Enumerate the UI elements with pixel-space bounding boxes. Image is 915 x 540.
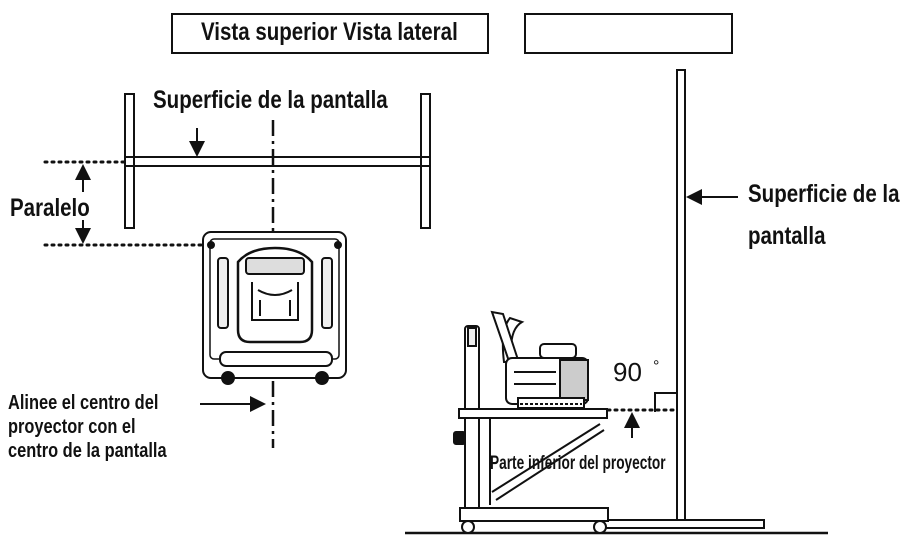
align-note-line-3: centro de la pantalla — [8, 440, 167, 462]
title-box-left — [171, 13, 489, 54]
align-note-line-2: proyector con el — [8, 416, 136, 438]
top-view-screen — [124, 93, 431, 229]
side-screen-surface-label-2: pantalla — [748, 222, 826, 250]
angle-unit: ° — [653, 358, 660, 375]
side-view-screen — [599, 69, 765, 529]
view-titles: Vista superior Vista lateral — [201, 18, 458, 46]
top-screen-surface-label: Superficie de la pantalla — [153, 86, 388, 114]
align-note-line-1: Alinee el centro del — [8, 392, 159, 414]
parallel-label: Paralelo — [10, 194, 90, 222]
projector-cart — [453, 325, 609, 534]
projector-top-view — [202, 231, 347, 385]
right-angle-mark — [654, 392, 677, 412]
angle-value: 90 — [613, 357, 642, 387]
title-box-right — [524, 13, 733, 54]
side-screen-surface-label-1: Superficie de la — [748, 180, 900, 208]
projector-bottom-label: Parte inferior del proyector — [490, 453, 666, 474]
projector-side-view — [490, 310, 589, 409]
